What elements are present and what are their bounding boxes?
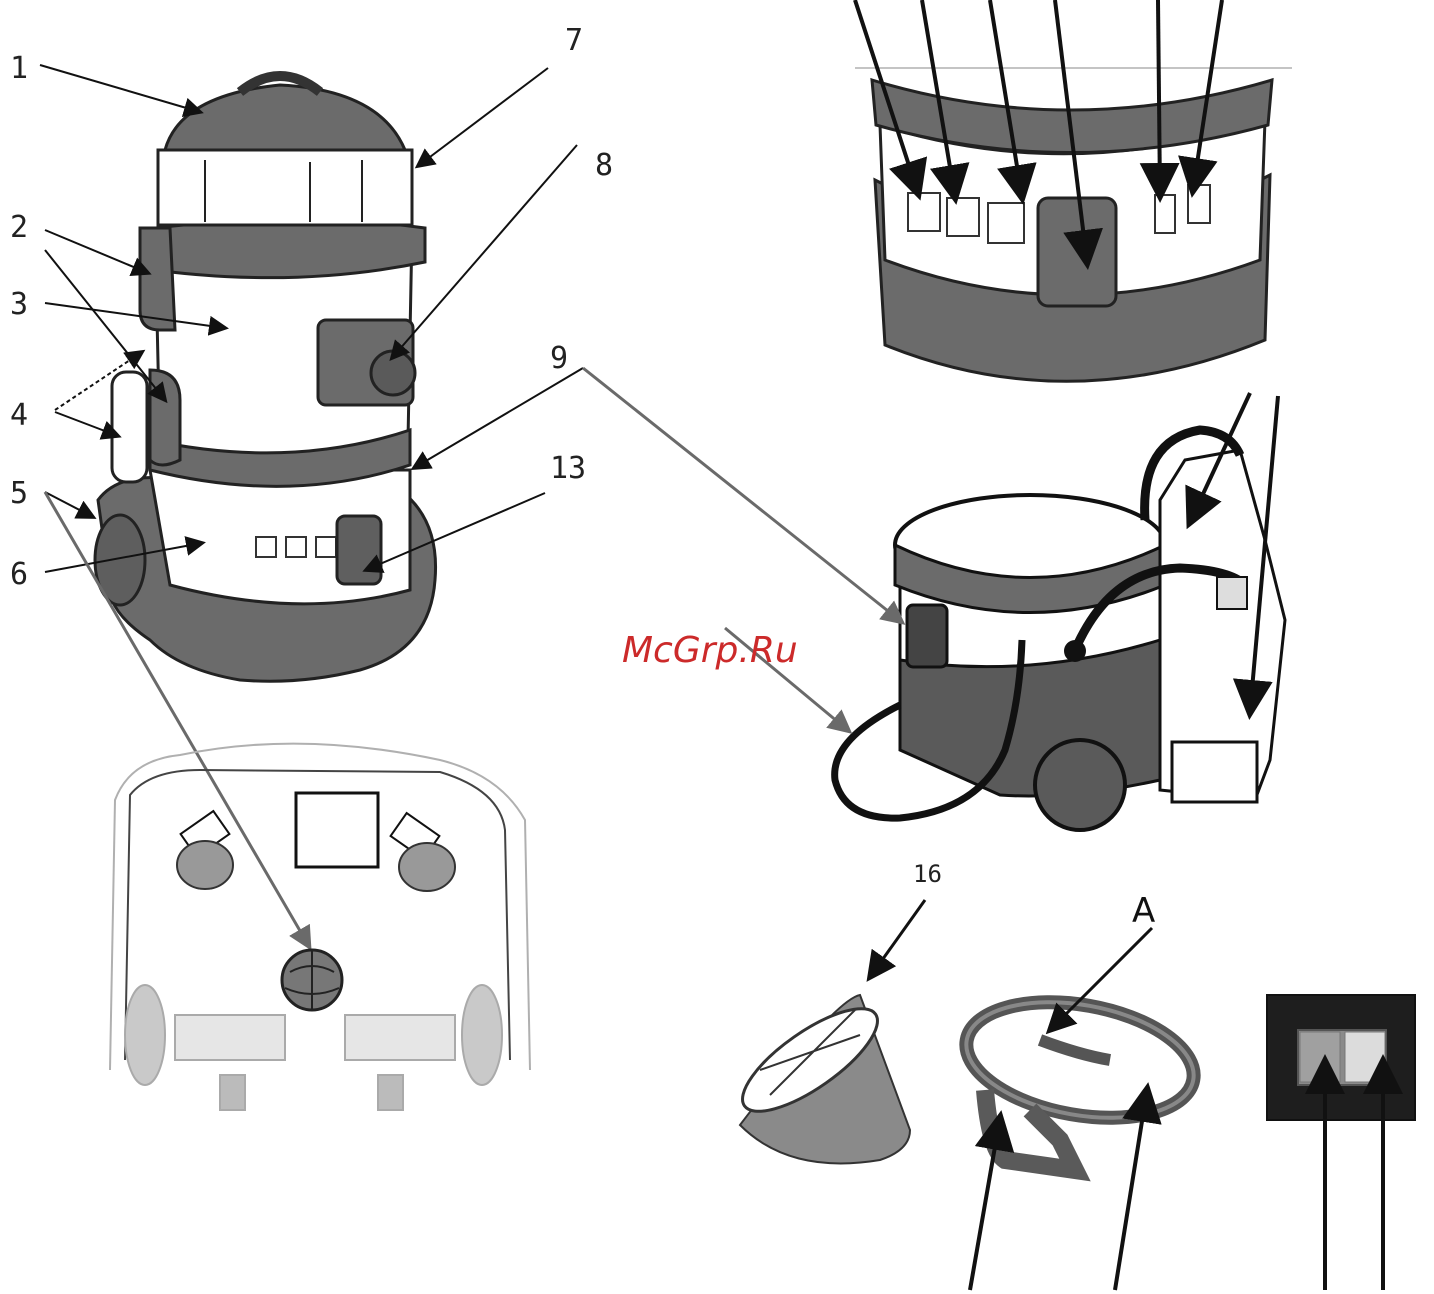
tools-wheel	[1035, 740, 1125, 830]
vacuum-dome	[165, 85, 405, 150]
label-4: 4	[10, 398, 28, 433]
rear-panel-square	[296, 793, 378, 867]
filter-cone	[728, 991, 910, 1163]
label-9: 9	[550, 341, 568, 376]
label-7: 7	[565, 23, 583, 58]
closeup-cover	[1038, 198, 1116, 306]
control-box	[1267, 995, 1415, 1120]
label-1: 1	[10, 51, 28, 86]
label-A: A	[1132, 891, 1155, 931]
label-13: 13	[550, 451, 586, 486]
vacuum-head-window	[158, 150, 412, 225]
switch-panel-closeup	[855, 68, 1292, 381]
vacuum-main-illustration	[95, 76, 436, 681]
label-8: 8	[595, 148, 613, 183]
vacuum-bottle	[112, 372, 147, 482]
label-2: 2	[10, 210, 28, 245]
label-16: 16	[913, 860, 942, 888]
vacuum-rear-view	[110, 744, 530, 1110]
tools-switch	[907, 605, 947, 667]
vacuum-clamp	[140, 228, 175, 330]
leader-9-long	[583, 368, 903, 623]
label-3: 3	[10, 287, 28, 322]
vacuum-switch-cover	[337, 516, 381, 584]
label-5: 5	[10, 476, 28, 511]
label-6: 6	[10, 557, 28, 592]
leader-16	[870, 900, 925, 977]
vacuum-with-tools	[835, 430, 1285, 830]
vacuum-top-band	[140, 219, 425, 277]
watermark: McGrp.Ru	[622, 630, 798, 671]
